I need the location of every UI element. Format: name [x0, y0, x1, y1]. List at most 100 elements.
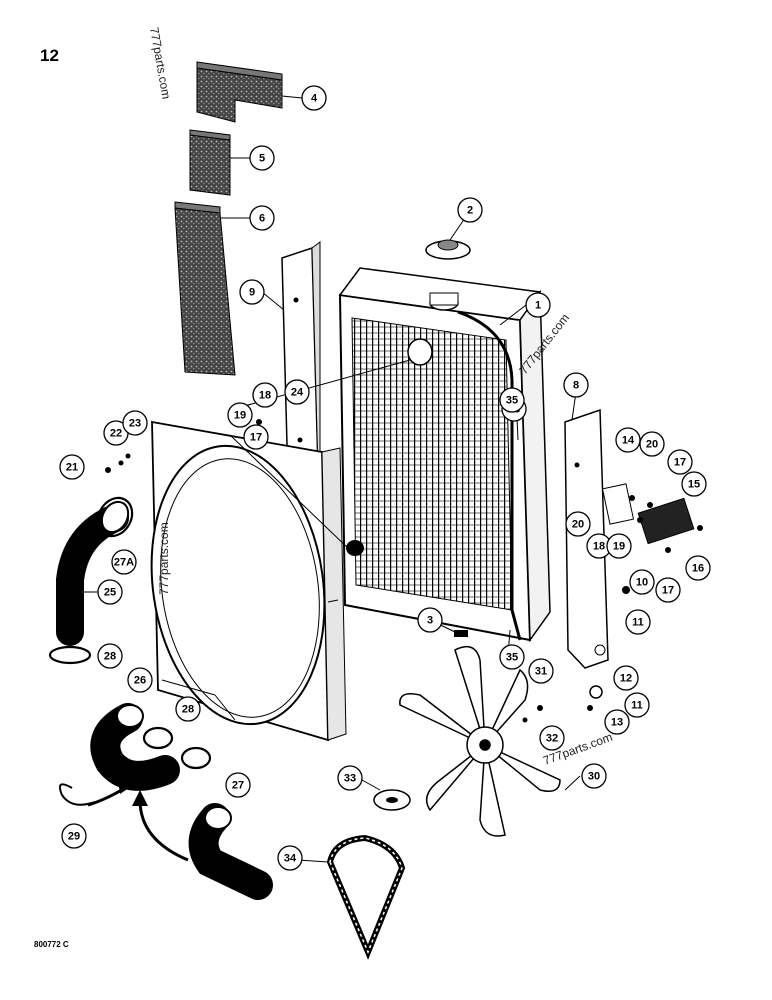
callout-circle [563, 372, 589, 398]
figure-code: 800772 C [34, 940, 69, 949]
callout-circle [59, 454, 85, 480]
callout-12: 12 [613, 665, 639, 691]
callout-label: 15 [688, 479, 700, 491]
callout-30: 30 [581, 763, 607, 789]
callout-label: 20 [572, 519, 584, 531]
callout-label: 20 [646, 439, 658, 451]
callout-20: 20 [565, 511, 591, 537]
callout-circle [581, 763, 607, 789]
callout-label: 21 [66, 462, 78, 474]
callout-circle [243, 424, 269, 450]
callout-35: 35 [499, 644, 525, 670]
callout-9: 9 [239, 279, 265, 305]
lower-hose-alt-end [204, 806, 232, 830]
callout-circle [639, 431, 665, 457]
mount-pad [637, 497, 695, 545]
callout-label: 16 [692, 563, 704, 575]
callout-circle [681, 471, 707, 497]
callout-label: 17 [674, 457, 686, 469]
callout-14: 14 [615, 427, 641, 453]
mount-plate [601, 483, 635, 525]
callout-circle [175, 696, 201, 722]
callout-24: 24 [284, 379, 310, 405]
callout-20: 20 [639, 431, 665, 457]
radiator-cap [425, 239, 471, 260]
callout-17: 17 [655, 577, 681, 603]
callout-label: 11 [631, 700, 643, 712]
callout-circle [127, 667, 153, 693]
callout-label: 24 [291, 387, 304, 399]
seal-middle [189, 129, 231, 196]
callout-18: 18 [252, 382, 278, 408]
callout-label: 32 [546, 733, 558, 745]
callout-circle [417, 607, 443, 633]
callout-label: 10 [636, 577, 648, 589]
callout-16: 16 [685, 555, 711, 581]
callout-11: 11 [625, 609, 651, 635]
callout-circle [249, 145, 275, 171]
callout-32: 32 [539, 725, 565, 751]
callout-31: 31 [528, 658, 554, 684]
callout-27: 27 [225, 772, 251, 798]
callout-25: 25 [97, 579, 123, 605]
callout-circle [97, 579, 123, 605]
callout-circle [284, 379, 310, 405]
callout-11: 11 [624, 692, 650, 718]
callout-21: 21 [59, 454, 85, 480]
callout-26: 26 [127, 667, 153, 693]
callout-circle [655, 577, 681, 603]
callout-label: 17 [662, 585, 674, 597]
callout-circle [277, 845, 303, 871]
callout-circle [239, 279, 265, 305]
callout-circle [625, 609, 651, 635]
callout-circle [624, 692, 650, 718]
callout-label: 27A [114, 557, 134, 569]
callout-circle [565, 511, 591, 537]
callout-label: 27 [232, 780, 244, 792]
callout-28: 28 [97, 643, 123, 669]
callout-label: 35 [506, 395, 518, 407]
callout-label: 34 [284, 853, 297, 865]
callout-label: 25 [104, 587, 116, 599]
callout-label: 3 [427, 615, 433, 627]
callout-28: 28 [175, 696, 201, 722]
callout-label: 12 [620, 673, 632, 685]
callout-label: 8 [573, 380, 579, 392]
hose-clamps [48, 496, 212, 770]
watermark-top: 777parts.com [147, 26, 173, 100]
seal-top [196, 61, 283, 123]
watermark-shroud: 777parts.com [157, 522, 171, 595]
callout-circle [252, 382, 278, 408]
seal-long [174, 201, 236, 376]
callout-18: 18 [586, 533, 612, 559]
callout-label: 26 [134, 675, 146, 687]
callout-5: 5 [249, 145, 275, 171]
callout-circle [629, 569, 655, 595]
side-bracket-right [564, 408, 609, 669]
callout-6: 6 [249, 205, 275, 231]
lower-hose-end [116, 704, 144, 728]
callout-circle [225, 772, 251, 798]
fan-shroud [150, 420, 347, 742]
callout-label: 31 [535, 666, 547, 678]
callout-label: 18 [593, 541, 605, 553]
callout-34: 34 [277, 845, 303, 871]
callout-10: 10 [629, 569, 655, 595]
callout-8: 8 [563, 372, 589, 398]
callout-label: 35 [506, 652, 518, 664]
callout-circle [606, 533, 632, 559]
callout-label: 19 [613, 541, 625, 553]
callout-label: 30 [588, 771, 600, 783]
callout-33: 33 [337, 765, 363, 791]
callout-circle [613, 665, 639, 691]
callout-label: 13 [611, 717, 623, 729]
callout-circle [604, 709, 630, 735]
lower-hose [90, 703, 180, 791]
callout-circle [528, 658, 554, 684]
arrow-to-hose-2 [138, 799, 189, 862]
callout-13: 13 [604, 709, 630, 735]
callout-label: 14 [622, 435, 635, 447]
small-hardware [105, 402, 703, 723]
callout-label: 33 [344, 773, 356, 785]
callout-19: 19 [227, 402, 253, 428]
